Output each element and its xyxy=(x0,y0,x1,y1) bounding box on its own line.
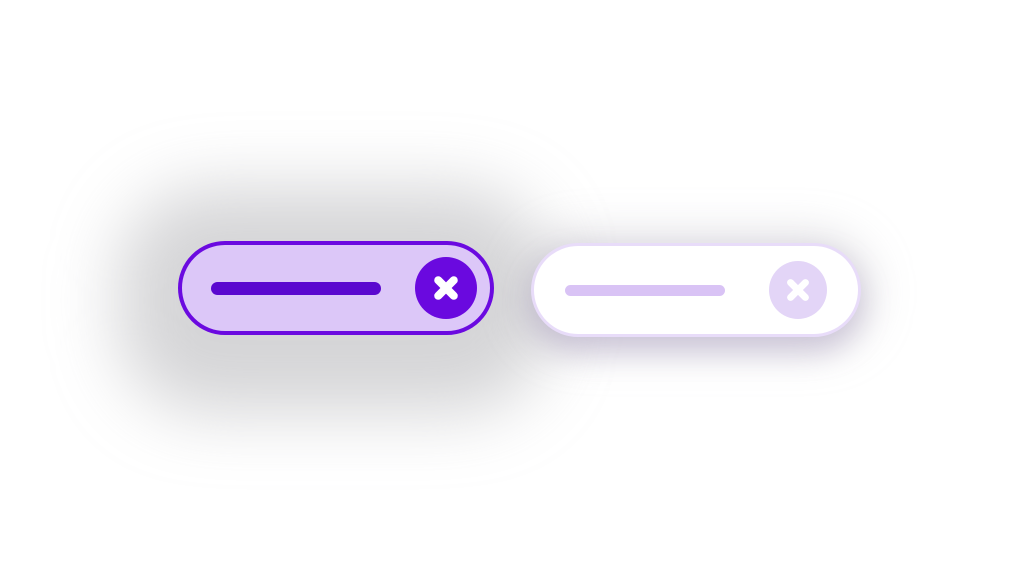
close-icon xyxy=(784,276,812,304)
close-icon xyxy=(431,273,461,303)
close-button[interactable] xyxy=(415,257,477,319)
chip-inactive[interactable] xyxy=(531,243,861,337)
chip-active[interactable] xyxy=(178,241,494,335)
close-button[interactable] xyxy=(769,261,827,319)
text-placeholder-bar xyxy=(211,281,381,295)
text-placeholder-bar xyxy=(565,284,725,296)
